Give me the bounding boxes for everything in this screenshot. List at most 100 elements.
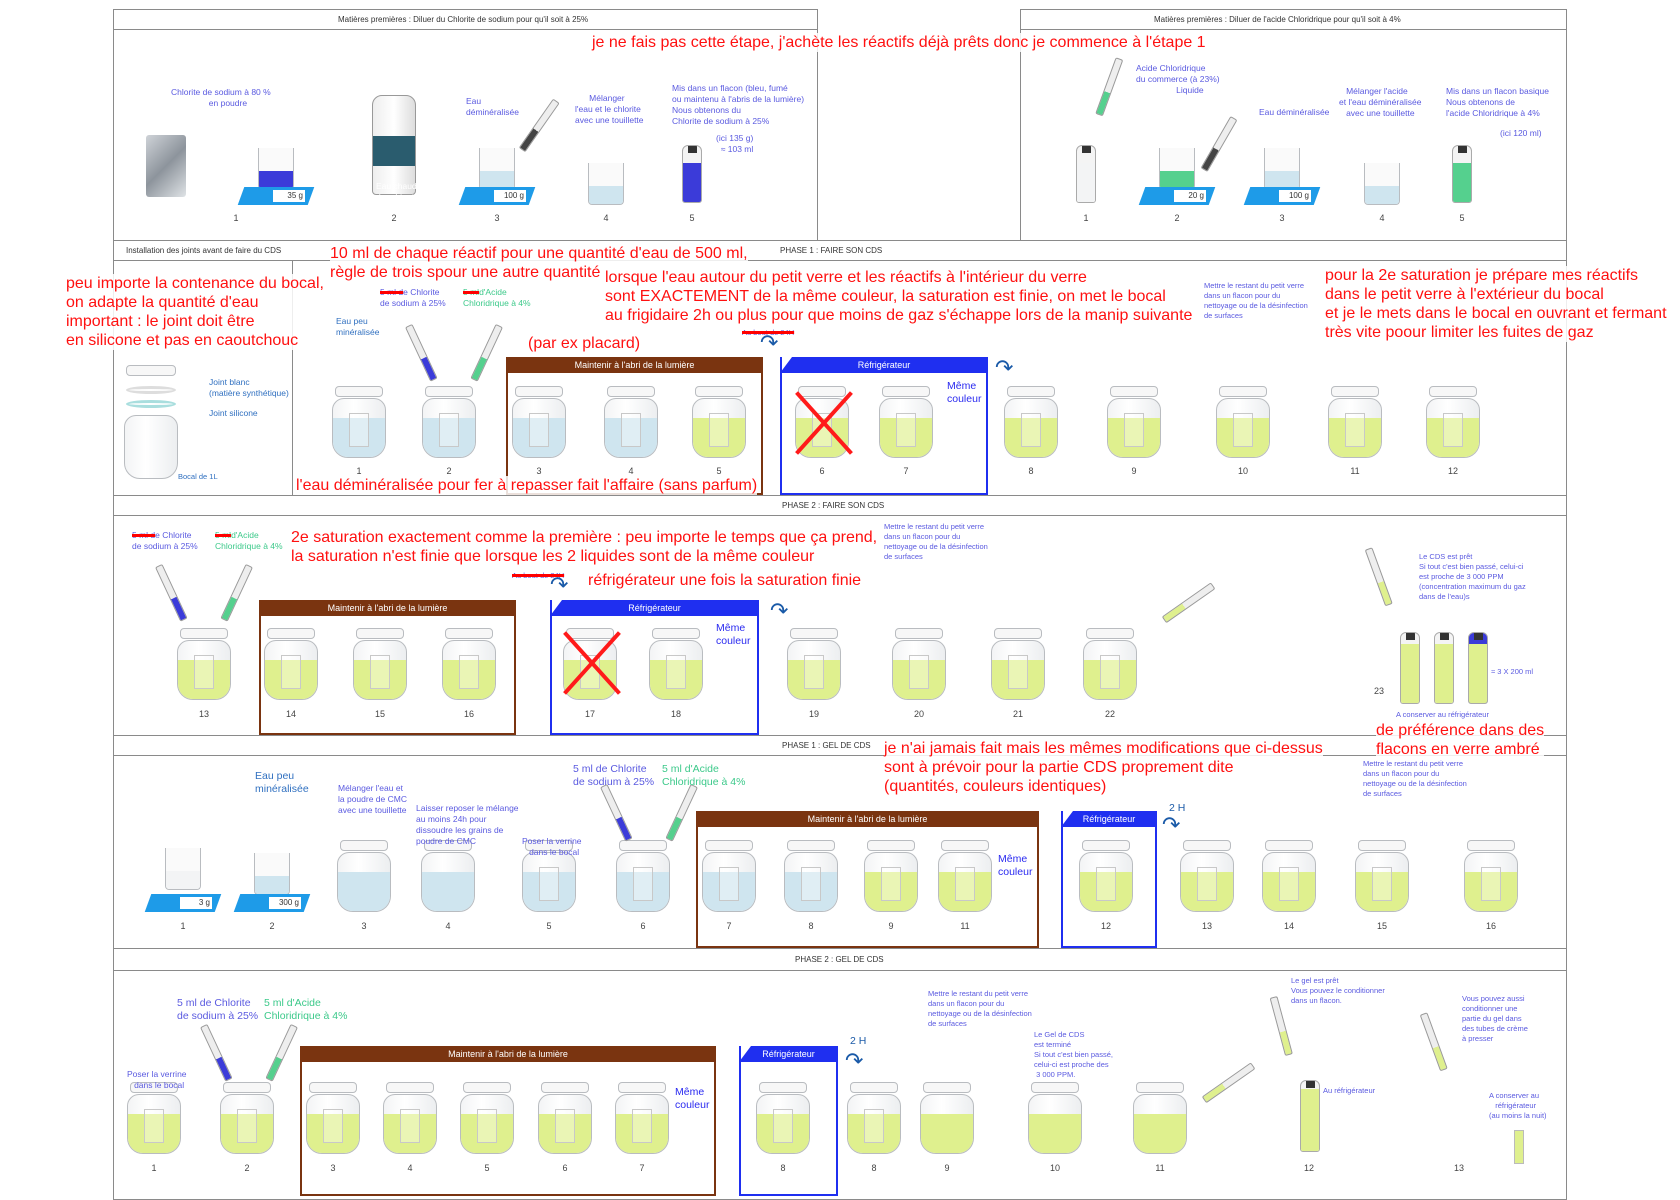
struck-text: 5 ml d xyxy=(380,287,404,297)
jar-lid-icon xyxy=(445,628,493,639)
step-number: 3 xyxy=(494,213,500,223)
small-glass-icon xyxy=(323,1109,343,1143)
liquid xyxy=(461,1113,513,1153)
label: Même couleur xyxy=(675,1086,710,1111)
label: 5 ml d'Acide Chloridrique à 4% xyxy=(662,763,746,788)
curved-arrow-icon: ↷ xyxy=(770,598,789,623)
jar-icon xyxy=(938,852,992,912)
jar-icon xyxy=(220,1094,274,1154)
liquid xyxy=(259,170,293,189)
annotation-placard: (par ex placard) xyxy=(528,334,641,353)
liquid xyxy=(1084,659,1136,699)
bottle-icon xyxy=(1468,632,1488,704)
beaker-icon xyxy=(1159,148,1195,190)
label: 5 ml de Chlorite de sodium à 25% xyxy=(573,763,655,788)
bottle-cap xyxy=(1306,1081,1315,1088)
jar-icon xyxy=(920,1094,974,1154)
small-glass-icon xyxy=(1481,867,1501,901)
label: Au réfrigérateur xyxy=(1323,1086,1376,1095)
label: A conserver au réfrigérateur xyxy=(1396,710,1489,719)
jar-lid-icon xyxy=(1031,1082,1079,1093)
liquid xyxy=(333,417,385,457)
dark-storage-box: Maintenir à l'abri de la lumière xyxy=(259,600,516,735)
divider xyxy=(113,948,1567,949)
liquid xyxy=(1453,162,1471,202)
jar-icon xyxy=(1216,398,1270,458)
liquid xyxy=(1181,871,1233,911)
jar-lid-icon xyxy=(923,1082,971,1093)
small-glass-icon xyxy=(804,655,824,689)
bottle-icon xyxy=(1452,145,1472,203)
small-glass-icon xyxy=(400,1109,420,1143)
liquid xyxy=(848,1113,900,1153)
small-glass-icon xyxy=(719,867,739,901)
beaker-icon xyxy=(1264,148,1300,190)
small-glass-icon xyxy=(144,1109,164,1143)
label-text: d'Acide Chloridrique à 4% xyxy=(215,530,283,551)
step-number: 2 xyxy=(1174,213,1180,223)
jar-lid-icon xyxy=(424,840,472,851)
jar-lid-icon xyxy=(787,840,835,851)
label: Chlorite de sodium à 80 % en poudre xyxy=(171,87,271,108)
jar-icon xyxy=(306,1094,360,1154)
jar-icon xyxy=(1262,852,1316,912)
liquid xyxy=(703,871,755,911)
label: (ici 120 ml) xyxy=(1500,128,1542,138)
jar-lid-icon xyxy=(1082,840,1130,851)
jar-lid-icon xyxy=(1110,386,1158,397)
liquid xyxy=(683,162,701,202)
liquid xyxy=(589,185,623,204)
liquid xyxy=(307,1113,359,1153)
jar-icon xyxy=(1079,852,1133,912)
liquid xyxy=(1469,643,1487,703)
scale-icon: 20 g xyxy=(1138,187,1216,205)
label: Mettre le restant du petit verre dans un… xyxy=(1363,759,1467,798)
jar-lid-icon xyxy=(790,628,838,639)
liquid xyxy=(1029,1113,1081,1153)
beaker-icon xyxy=(1364,163,1400,205)
step-number: 21 xyxy=(1012,709,1024,719)
cross-icon xyxy=(789,388,859,458)
label: Vous pouvez aussi conditionner une parti… xyxy=(1462,994,1528,1043)
divider xyxy=(113,495,1567,496)
liquid xyxy=(1465,871,1517,911)
small-glass-icon xyxy=(666,655,686,689)
struck-text: 5 ml d xyxy=(132,530,156,540)
water-bottle-icon xyxy=(372,95,416,195)
jar-icon xyxy=(538,1094,592,1154)
step-number: 8 xyxy=(871,1163,877,1173)
fridge-label: Réfrigérateur xyxy=(550,600,759,616)
liquid xyxy=(523,871,575,911)
small-glass-icon xyxy=(632,1109,652,1143)
jar-icon xyxy=(124,415,178,479)
jar-icon xyxy=(879,398,933,458)
jar-icon xyxy=(332,398,386,458)
jar-icon xyxy=(847,1094,901,1154)
small-glass-icon xyxy=(194,655,214,689)
scale-icon: 100 g xyxy=(458,187,536,205)
label: Mettre le restant du petit verre dans un… xyxy=(1204,281,1308,320)
jar-size-label: Bocal de 1L xyxy=(178,472,218,481)
jar-lid-icon xyxy=(180,628,228,639)
jar-lid-icon xyxy=(1265,840,1313,851)
jar-icon xyxy=(1355,852,1409,912)
liquid xyxy=(1427,417,1479,457)
cream-tube-icon xyxy=(1514,1130,1524,1164)
step-number: 7 xyxy=(639,1163,645,1173)
divider xyxy=(292,260,293,495)
scale-reading: 35 g xyxy=(273,190,305,202)
small-glass-icon xyxy=(709,413,729,447)
jar-icon xyxy=(353,640,407,700)
divider xyxy=(113,260,1567,261)
bottle-cap xyxy=(1082,146,1091,153)
small-glass-icon xyxy=(539,867,559,901)
small-glass-icon xyxy=(1443,413,1463,447)
label: ≈ 3 X 200 ml xyxy=(1491,667,1534,676)
small-glass-icon xyxy=(555,1109,575,1143)
step-number: 3 xyxy=(1279,213,1285,223)
jar-icon xyxy=(264,640,318,700)
step-number: 12 xyxy=(1100,921,1112,931)
jar-lid-icon xyxy=(1467,840,1515,851)
jar-icon xyxy=(616,852,670,912)
jar-lid-icon xyxy=(895,628,943,639)
